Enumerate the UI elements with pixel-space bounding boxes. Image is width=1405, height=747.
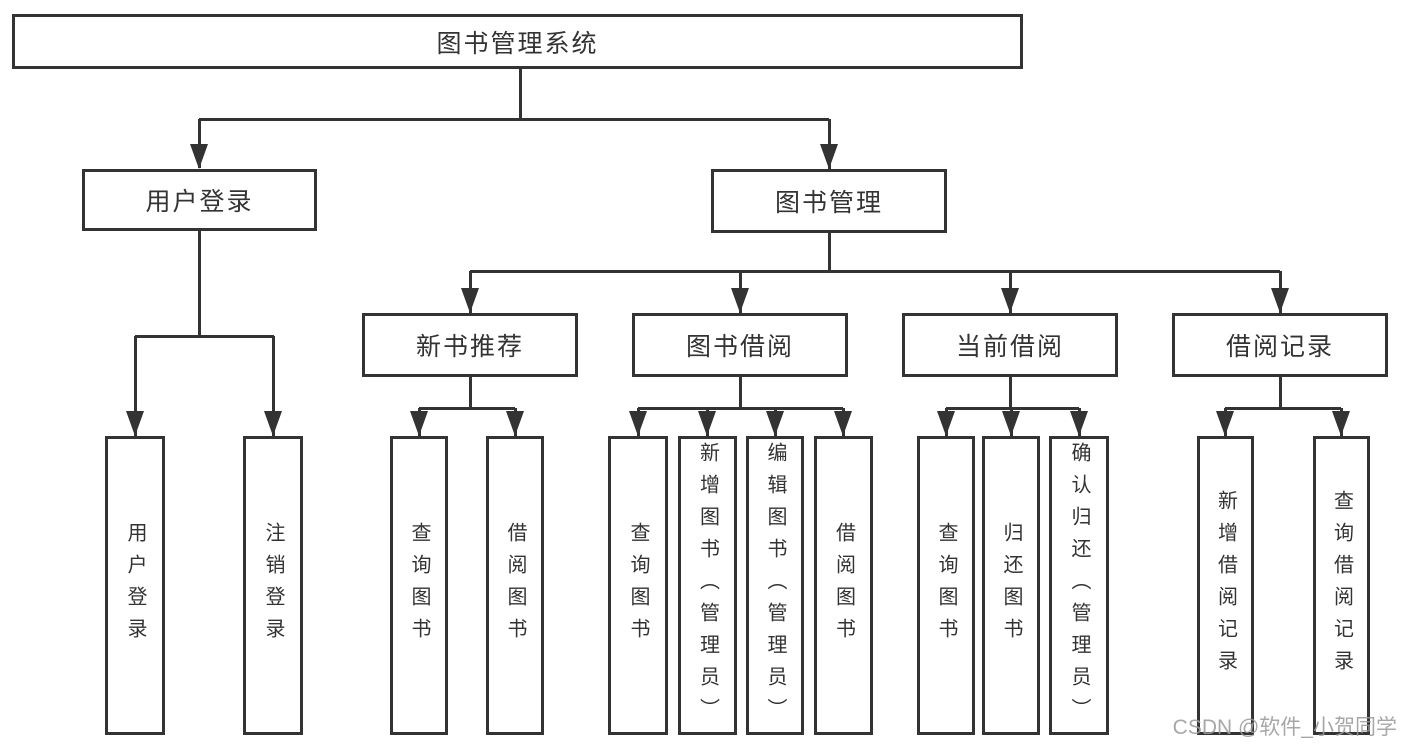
node-book-borrow-label: 图书借阅 (685, 333, 794, 361)
arrow-down-icon (1271, 288, 1289, 313)
leaf-return-books: 归还图书 (982, 436, 1040, 735)
connector-line (518, 69, 522, 119)
leaf-borrow-books-recommend: 借阅图书 (486, 436, 544, 735)
node-book-management-label: 图书管理 (774, 189, 883, 217)
connector-line (199, 117, 829, 121)
node-library-system-label: 图书管理系统 (436, 29, 599, 58)
leaf-query-books-recommend-label: 查询图书 (408, 521, 430, 650)
arrow-down-icon (629, 411, 647, 436)
connector-line (1225, 406, 1341, 410)
leaf-edit-book-admin-label: 编辑图书（管理员） (764, 441, 786, 730)
node-current-borrow: 当前借阅 (902, 313, 1118, 377)
leaf-user-login-label: 用户登录 (124, 521, 146, 650)
arrow-down-icon (190, 144, 208, 169)
leaf-query-borrow-record: 查询借阅记录 (1313, 436, 1370, 735)
connector-line (946, 406, 1079, 410)
arrow-down-icon (766, 411, 784, 436)
connector-line (470, 269, 1280, 273)
arrow-down-icon (820, 144, 838, 169)
leaf-add-borrow-record: 新增借阅记录 (1197, 436, 1254, 735)
node-current-borrow-label: 当前借阅 (955, 333, 1064, 361)
arrow-down-icon (506, 411, 524, 436)
connector-line (1278, 377, 1282, 408)
node-borrow-records: 借阅记录 (1172, 313, 1388, 377)
node-library-system: 图书管理系统 (12, 14, 1023, 69)
arrow-down-icon (1332, 411, 1350, 436)
node-new-book-recommend: 新书推荐 (362, 313, 578, 377)
node-new-book-recommend-label: 新书推荐 (415, 333, 524, 361)
leaf-add-book-admin-label: 新增图书（管理员） (696, 441, 719, 730)
connector-line (738, 377, 742, 408)
arrow-down-icon (126, 411, 144, 436)
connector-line (468, 377, 472, 408)
leaf-borrow-books-label: 借阅图书 (832, 521, 855, 650)
leaf-confirm-return-admin: 确认归还（管理员） (1049, 436, 1109, 735)
connector-line (827, 233, 831, 271)
connector-line (197, 119, 201, 168)
connector-line (419, 406, 515, 410)
arrow-down-icon (461, 288, 479, 313)
node-user-login: 用户登录 (82, 169, 317, 231)
leaf-user-login: 用户登录 (105, 436, 165, 735)
leaf-borrow-books: 借阅图书 (814, 436, 873, 735)
leaf-query-books-borrow-label: 查询图书 (627, 521, 649, 650)
node-user-login-label: 用户登录 (145, 188, 254, 216)
arrow-down-icon (1001, 288, 1019, 313)
connector-line (271, 336, 275, 436)
arrow-down-icon (698, 411, 716, 436)
leaf-borrow-books-recommend-label: 借阅图书 (504, 521, 526, 650)
leaf-edit-book-admin: 编辑图书（管理员） (746, 436, 804, 735)
leaf-query-books-current-label: 查询图书 (935, 521, 957, 650)
arrow-down-icon (1002, 411, 1020, 436)
csdn-watermark: CSDN @软件_小贺同学 (1172, 716, 1397, 739)
leaf-return-books-label: 归还图书 (1000, 521, 1022, 650)
leaf-logout-label: 注销登录 (262, 521, 284, 650)
leaf-logout: 注销登录 (243, 436, 303, 735)
connector-line (133, 336, 137, 436)
leaf-add-book-admin: 新增图书（管理员） (678, 436, 737, 735)
node-book-borrow: 图书借阅 (632, 313, 848, 377)
leaf-query-books-recommend: 查询图书 (390, 436, 448, 735)
leaf-query-books-borrow: 查询图书 (608, 436, 668, 735)
node-book-management: 图书管理 (711, 169, 947, 233)
connector-line (197, 231, 201, 336)
arrow-down-icon (410, 411, 428, 436)
connector-line (135, 334, 274, 338)
leaf-add-borrow-record-label: 新增借阅记录 (1214, 489, 1237, 682)
leaf-query-books-current: 查询图书 (917, 436, 975, 735)
arrow-down-icon (264, 411, 282, 436)
arrow-down-icon (1216, 411, 1234, 436)
arrow-down-icon (1070, 411, 1088, 436)
arrow-down-icon (731, 288, 749, 313)
leaf-query-borrow-record-label: 查询借阅记录 (1330, 489, 1353, 682)
leaf-confirm-return-admin-label: 确认归还（管理员） (1068, 441, 1090, 730)
connector-line (1008, 377, 1012, 408)
connector-line (638, 406, 843, 410)
arrow-down-icon (834, 411, 852, 436)
arrow-down-icon (937, 411, 955, 436)
node-borrow-records-label: 借阅记录 (1225, 333, 1334, 361)
